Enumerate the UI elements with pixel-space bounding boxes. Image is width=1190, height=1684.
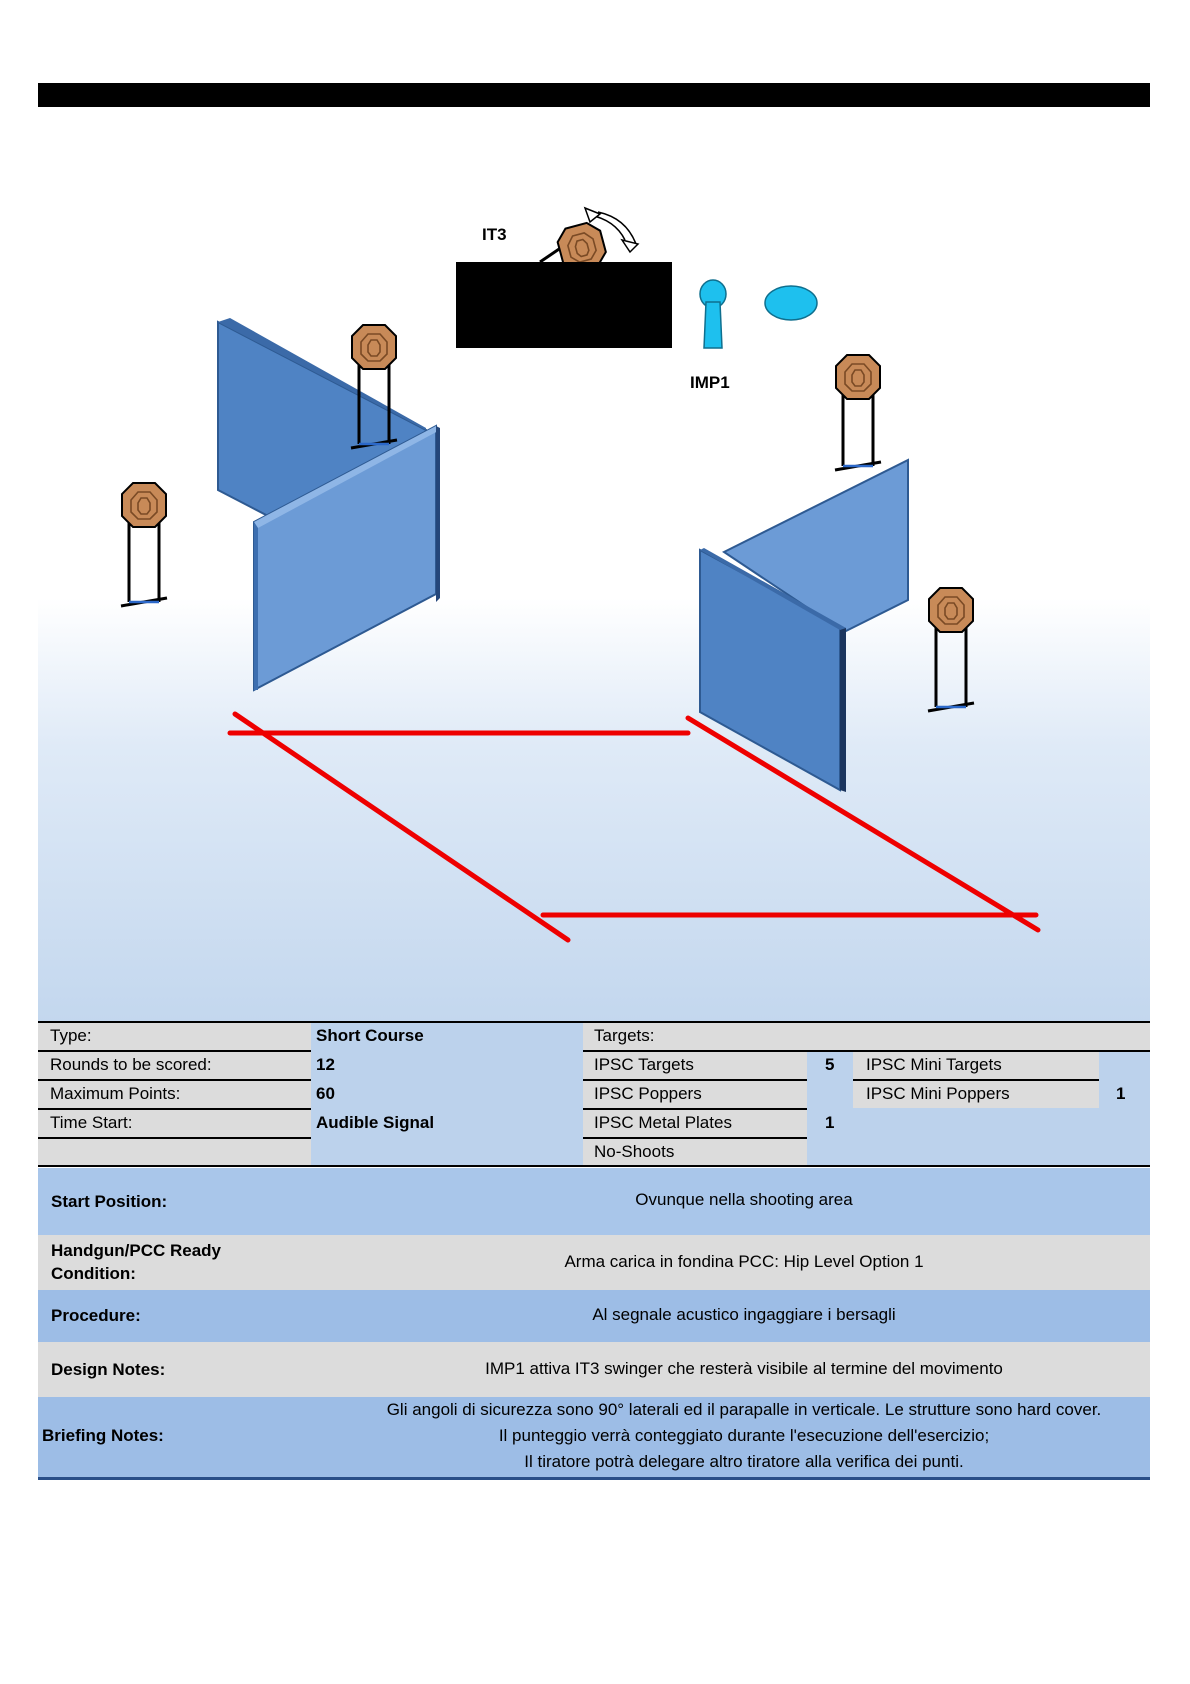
ipsc-targets-label: IPSC Targets [594,1055,694,1074]
stage-info-table: Type: Rounds to be scored: Maximum Point… [38,1021,1150,1167]
popper-imp1 [699,279,727,349]
target-right [926,587,976,713]
type-value: Short Course [316,1026,424,1045]
design-notes-row: Design Notes: IMP1 attiva IT3 swinger ch… [38,1342,1150,1397]
time-start-value: Audible Signal [316,1113,435,1132]
time-start-label: Time Start: [50,1113,133,1132]
ready-condition-label-line2: Condition: [51,1264,136,1283]
briefing-notes-label: Briefing Notes: [42,1426,164,1445]
table-top-border [38,1021,1150,1023]
rounds-label: Rounds to be scored: [50,1055,212,1074]
briefing-notes-row: Briefing Notes: Gli angoli di sicurezza … [38,1397,1150,1480]
metal-plates-label: IPSC Metal Plates [594,1113,732,1132]
rounds-value: 12 [316,1055,335,1074]
target-right-top [833,354,883,472]
mini-targets-label: IPSC Mini Targets [866,1055,1002,1074]
label-it3: IT3 [482,225,507,244]
start-position-text: Ovunque nella shooting area [635,1190,853,1209]
ready-condition-text: Arma carica in fondina PCC: Hip Level Op… [564,1252,924,1271]
mini-poppers-value: 1 [1116,1084,1126,1103]
design-notes-label: Design Notes: [51,1360,166,1379]
metal-plates-value: 1 [825,1113,835,1132]
ready-condition-row: Handgun/PCC Ready Condition: Arma carica… [38,1235,1150,1290]
label-imp1: IMP1 [690,373,730,392]
targets-label: Targets: [594,1026,655,1045]
briefing-line-3: Il tiratore potrà delegare altro tirator… [524,1452,964,1471]
procedure-text: Al segnale acustico ingaggiare i bersagl… [592,1305,896,1324]
points-label: Maximum Points: [50,1084,181,1103]
start-position-row: Start Position: Ovunque nella shooting a… [38,1168,1150,1235]
start-position-label: Start Position: [51,1192,168,1211]
procedure-row: Procedure: Al segnale acustico ingaggiar… [38,1290,1150,1342]
target-left [119,482,169,608]
hard-cover-block [456,262,672,348]
metal-plate [764,285,818,321]
briefing-line-2: Il punteggio verrà conteggiato durante l… [498,1426,990,1445]
ready-condition-label-line1: Handgun/PCC Ready [51,1241,222,1260]
procedure-label: Procedure: [51,1306,141,1325]
stage-diagram: IT3 IMP1 [119,206,1041,943]
ipsc-poppers-label: IPSC Poppers [594,1084,702,1103]
right-wall [699,458,909,792]
left-wall [217,318,440,692]
type-label: Type: [50,1026,92,1045]
mini-poppers-label: IPSC Mini Poppers [866,1084,1010,1103]
swinger-target-it3 [456,206,672,348]
points-value: 60 [316,1084,335,1103]
header-bar [38,83,1150,107]
table-bottom-border [38,1165,1150,1167]
ipsc-targets-value: 5 [825,1055,835,1074]
fault-lines [227,711,1041,943]
briefing-line-1: Gli angoli di sicurezza sono 90° lateral… [386,1400,1102,1419]
design-notes-text: IMP1 attiva IT3 swinger che resterà visi… [485,1359,1003,1378]
no-shoots-label: No-Shoots [594,1142,675,1161]
